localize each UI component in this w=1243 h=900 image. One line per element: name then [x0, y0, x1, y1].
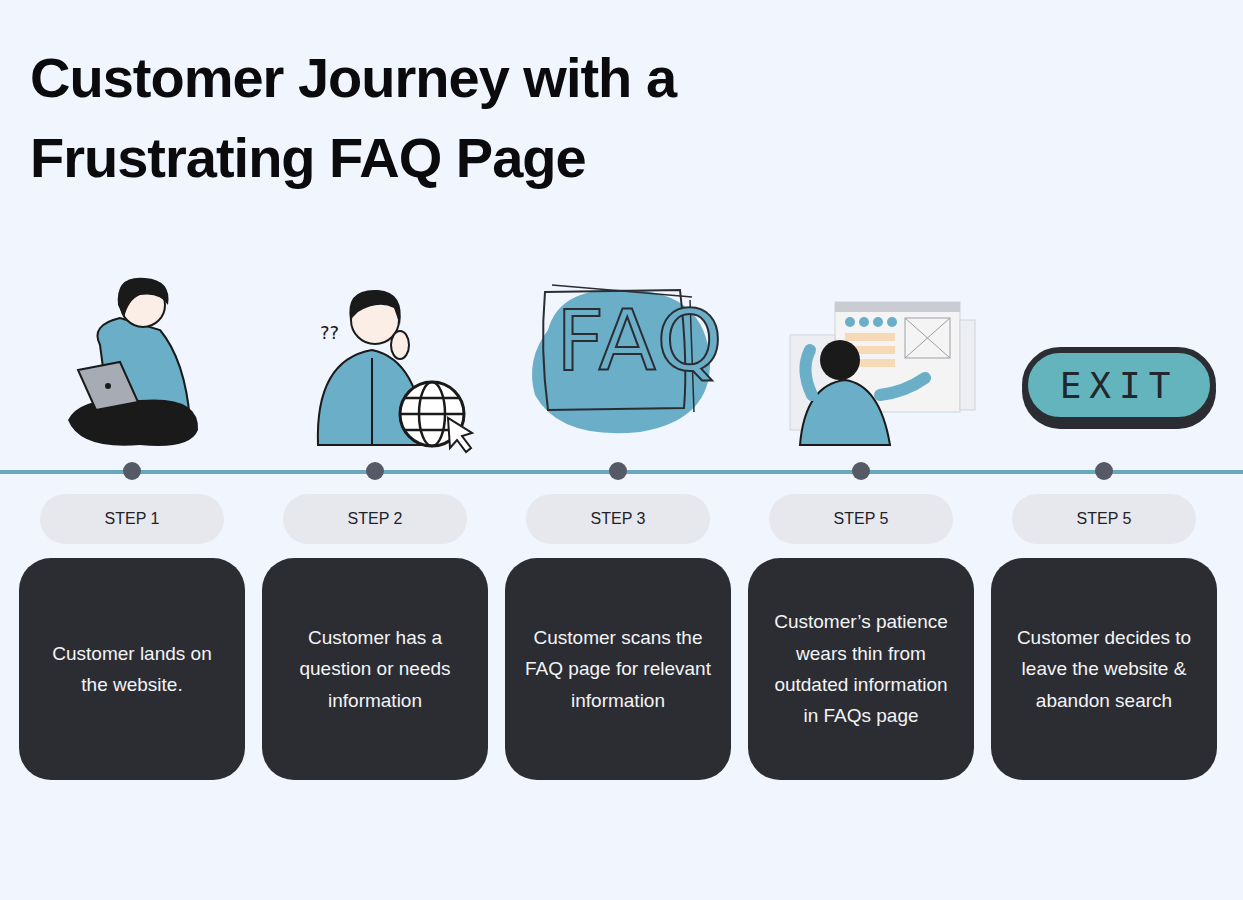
step-label: STEP 5 — [1077, 510, 1132, 528]
question-marks: ?? — [320, 322, 339, 343]
step-description: Customer’s patience wears thin from outd… — [768, 606, 954, 731]
step-box: Customer lands on the website. — [19, 558, 245, 780]
step-box: Customer scans the FAQ page for relevant… — [505, 558, 731, 780]
step-pill: STEP 5 — [1012, 494, 1196, 544]
step-box: Customer decides to leave the website & … — [991, 558, 1217, 780]
step-description: Customer decides to leave the website & … — [1011, 622, 1197, 716]
exit-button: EXIT — [1022, 347, 1216, 423]
step-pill: STEP 3 — [526, 494, 710, 544]
step-pill: STEP 1 — [40, 494, 224, 544]
step-description: Customer scans the FAQ page for relevant… — [525, 622, 711, 716]
step-description: Customer lands on the website. — [39, 638, 225, 701]
button-text: EXIT — [1060, 365, 1179, 406]
title: Customer Journey with a Frustrating FAQ … — [30, 38, 930, 198]
step-box: Customer’s patience wears thin from outd… — [748, 558, 974, 780]
step-pill: STEP 2 — [283, 494, 467, 544]
step-label: STEP 3 — [591, 510, 646, 528]
faq-lettering: FAQ — [556, 292, 725, 390]
step-label: STEP 5 — [834, 510, 889, 528]
step-description: Customer has a question or needs informa… — [282, 622, 468, 716]
step-label: STEP 2 — [348, 510, 403, 528]
step-label: STEP 1 — [105, 510, 160, 528]
step-pill: STEP 5 — [769, 494, 953, 544]
step-box: Customer has a question or needs informa… — [262, 558, 488, 780]
